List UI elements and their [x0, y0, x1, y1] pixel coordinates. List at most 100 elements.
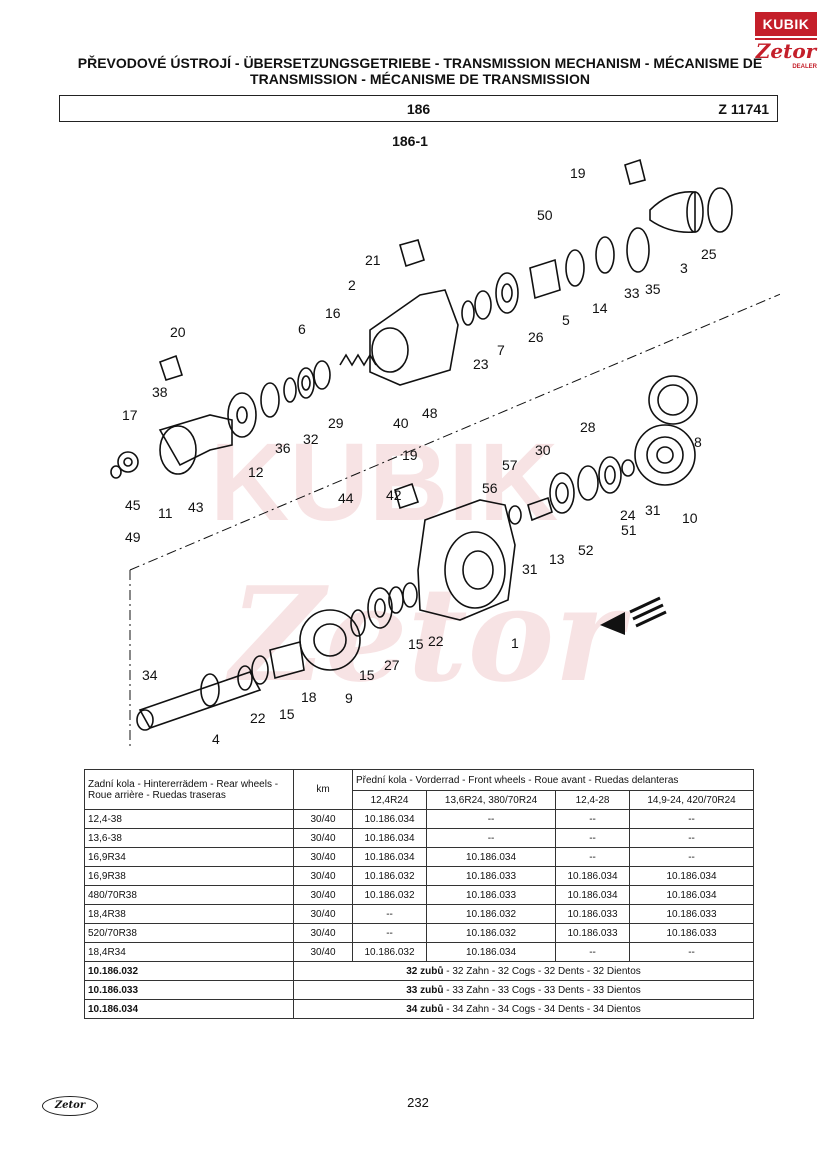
part-callout: 50 — [537, 207, 553, 223]
subgroup-number: 186-1 — [392, 133, 428, 149]
legend-part-text: 10.186.034 — [88, 1003, 139, 1015]
table-cell: -- — [351, 904, 428, 924]
table-cell: 10.186.034 — [554, 866, 631, 886]
table-cell: 10.186.032 — [426, 904, 556, 924]
header-front-size: 12,4R24 — [351, 790, 428, 810]
table-cell: 30/40 — [293, 847, 353, 867]
table-cell: -- — [629, 809, 754, 829]
part-callout: 34 — [142, 667, 158, 683]
part-callout: 15 — [408, 636, 424, 652]
part-callout: 11 — [158, 505, 173, 521]
part-callout: 9 — [345, 690, 353, 706]
table-cell: 10.186.032 — [426, 923, 556, 943]
table-cell: 10.186.034 — [629, 866, 754, 886]
part-callout: 19 — [570, 165, 586, 181]
table-cell: -- — [351, 923, 428, 943]
part-callout: 10 — [682, 510, 698, 526]
legend-row: 10.186.034 34 zubů - 34 Zahn - 34 Cogs - … — [84, 999, 754, 1019]
part-callout: 43 — [188, 499, 204, 515]
legend-translations: - 34 Zahn - 34 Cogs - 34 Dents - 34 Dien… — [443, 1003, 641, 1015]
table-cell: 12,4-38 — [84, 809, 294, 829]
part-callout: 40 — [393, 415, 409, 431]
table-cell: 480/70R38 — [84, 885, 294, 905]
table-cell: -- — [554, 828, 631, 848]
header-front-size: 12,4-28 — [554, 790, 631, 810]
part-callout: 12 — [248, 464, 264, 480]
table-cell: -- — [554, 847, 631, 867]
part-callout: 5 — [562, 312, 570, 328]
part-callout: 6 — [298, 321, 306, 337]
part-callout: 7 — [497, 342, 505, 358]
part-callout: 30 — [535, 442, 551, 458]
table-cell: 10.186.034 — [351, 828, 428, 848]
table-cell: 10.186.032 — [351, 942, 428, 962]
group-header-box: 186 Z 11741 — [59, 95, 778, 122]
part-callout: 48 — [422, 405, 438, 421]
table-cell: 30/40 — [293, 885, 353, 905]
part-callout: 49 — [125, 529, 141, 545]
table-cell: 30/40 — [293, 828, 353, 848]
table-cell: -- — [554, 942, 631, 962]
table-cell: -- — [629, 847, 754, 867]
legend-translations: - 32 Zahn - 32 Cogs - 32 Dents - 32 Dien… — [443, 965, 641, 977]
legend-part-number: 10.186.032 — [84, 961, 294, 981]
table-cell: 13,6-38 — [84, 828, 294, 848]
part-callout: 42 — [386, 487, 402, 503]
part-callout: 21 — [365, 252, 381, 268]
table-cell: 30/40 — [293, 866, 353, 886]
table-cell: 520/70R38 — [84, 923, 294, 943]
part-callout: 31 — [645, 502, 661, 518]
part-callout: 35 — [645, 281, 661, 297]
table-cell: 10.186.033 — [629, 904, 754, 924]
drawing-code: Z 11741 — [718, 101, 769, 117]
svg-text:KUBIK: KUBIK — [210, 421, 558, 544]
part-callout: 20 — [170, 324, 186, 340]
table-cell: -- — [629, 828, 754, 848]
table-cell: 10.186.032 — [351, 866, 428, 886]
legend-description: 34 zubů - 34 Zahn - 34 Cogs - 34 Dents -… — [293, 999, 754, 1019]
part-callout: 8 — [694, 434, 702, 450]
header-front-size: 13,6R24, 380/70R24 — [426, 790, 556, 810]
part-callout: 26 — [528, 329, 544, 345]
table-cell: 10.186.034 — [351, 847, 428, 867]
table-cell: 10.186.034 — [554, 885, 631, 905]
part-callout: 2 — [348, 277, 356, 293]
part-callout: 19 — [402, 447, 418, 463]
table-header-row-2: 12,4R24 13,6R24, 380/70R24 12,4-28 14,9-… — [85, 790, 754, 810]
page-number: 232 — [407, 1095, 429, 1110]
part-callout: 14 — [592, 300, 608, 316]
part-callout: 16 — [325, 305, 341, 321]
table-cell: 10.186.034 — [426, 942, 556, 962]
header-front-wheels: Přední kola - Vorderrad - Front wheels -… — [352, 769, 754, 791]
table-cell: 30/40 — [293, 923, 353, 943]
part-callout: 15 — [359, 667, 375, 683]
logo-zetor-text: Zetor — [755, 38, 817, 70]
part-callout: 38 — [152, 384, 168, 400]
legend-part-number: 10.186.034 — [84, 999, 294, 1019]
table-cell: 18,4R34 — [84, 942, 294, 962]
part-callout: 17 — [122, 407, 138, 423]
title-line-1: PŘEVODOVÉ ÚSTROJÍ - ÜBERSETZUNGSGETRIEBE… — [77, 55, 763, 71]
part-callout: 27 — [384, 657, 400, 673]
header-front-size: 14,9-24, 420/70R24 — [629, 790, 754, 810]
page-title: PŘEVODOVÉ ÚSTROJÍ - ÜBERSETZUNGSGETRIEBE… — [60, 55, 780, 87]
part-callout: 23 — [473, 356, 489, 372]
part-callout: 15 — [279, 706, 295, 722]
legend-description: 32 zubů - 32 Zahn - 32 Cogs - 32 Dents -… — [293, 961, 754, 981]
legend-description: 33 zubů - 33 Zahn - 33 Cogs - 33 Dents -… — [293, 980, 754, 1000]
part-callout: 4 — [212, 731, 220, 747]
kubik-zetor-logo: KUBIK Zetor DEALER — [755, 12, 817, 70]
part-callout: 3 — [680, 260, 688, 276]
part-callout: 18 — [301, 689, 317, 705]
part-callout: 22 — [250, 710, 266, 726]
part-callout: 51 — [621, 522, 637, 538]
